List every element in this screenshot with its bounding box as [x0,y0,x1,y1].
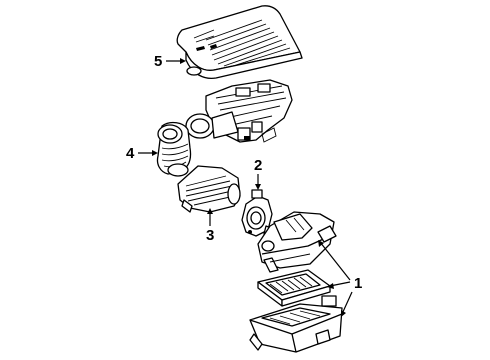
callout-label-4: 4 [126,145,135,162]
callout-1: 1 [318,240,362,317]
throttle-body-icon [185,79,293,143]
resonator-icon [177,165,241,213]
callout-label-2: 2 [254,157,262,174]
callout-label-3: 3 [206,227,214,244]
callout-label-1: 1 [354,275,362,292]
air-filter-icon [257,269,331,307]
engine-cover-icon [176,5,303,80]
callout-4: 4 [126,145,158,162]
air-cleaner-cover-icon [257,211,337,273]
callout-label-5: 5 [154,53,162,70]
callout-3: 3 [206,208,214,244]
callout-5: 5 [154,53,186,70]
intake-duct-icon [156,121,192,177]
air-cleaner-housing-icon [249,295,343,353]
callout-2: 2 [254,157,262,190]
